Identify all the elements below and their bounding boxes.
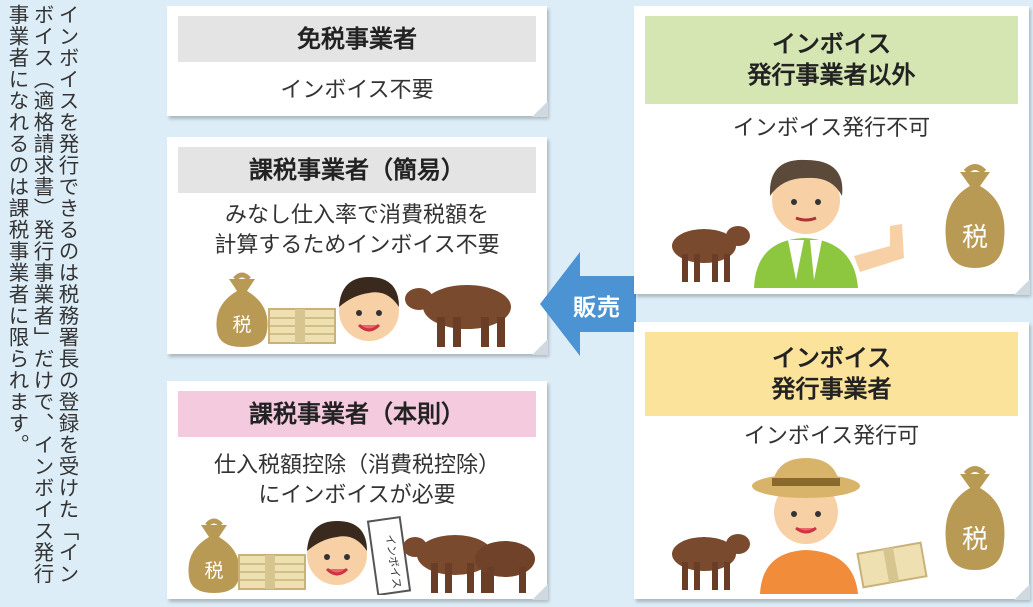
card-non-issuer: インボイス 発行事業者以外 インボイス発行不可 税 [634,6,1030,295]
cow-icon [672,226,750,282]
tax-bag-label: 税 [204,560,223,582]
cow-icon [672,534,750,590]
card-simple: 課税事業者（簡易） みなし仕入率で消費税額を 計算するためインボイス不要 税 [167,137,548,355]
money-bundle-icon [856,541,928,589]
card-issuer-text: インボイス発行可 [743,424,920,449]
principle-illustration: 税 インボイス [188,516,535,595]
card-principle-title: 課税事業者（本則） [178,391,536,437]
card-issuer-title: インボイス 発行事業者 [645,332,1018,416]
tax-bag-icon [216,272,268,347]
money-bundle-icon [238,554,306,590]
left-arrow-icon [540,252,636,356]
tax-bag-label: 税 [962,223,988,253]
side-note: インボイスを発行できるのは税務署長の登録を受けた「インボイス（適格請求書）発行事… [5,4,79,585]
card-simple-text: みなし仕入率で消費税額を 計算するためインボイス不要 [214,203,500,258]
card-simple-title: 課税事業者（簡易） [178,147,536,193]
card-principle: 課税事業者（本則） 仕入税額控除（消費税控除） にインボイスが必要 税 インボイ… [167,381,548,600]
cow-icon [405,285,511,347]
invoice-paper-icon [366,516,412,595]
sale-arrow: 販売 [540,252,636,356]
card-exempt-title: 免税事業者 [178,16,536,62]
person-face-icon [339,277,399,341]
tax-bag-label: 税 [962,525,988,555]
tax-bag-icon [945,466,1005,570]
tax-bag-icon [188,518,240,593]
simple-illustration: 税 [216,272,511,347]
farmer-icon [752,458,860,594]
card-exempt-text: インボイス不要 [280,78,434,103]
tax-bag-label: 税 [232,314,251,336]
non-issuer-illustration: 税 [672,159,1005,288]
sale-arrow-label: 販売 [573,295,621,321]
person-face-icon [307,521,367,585]
card-non-issuer-text: インボイス発行不可 [732,116,931,141]
cow-icon [403,535,535,593]
farmer-icon [754,159,904,288]
tax-bag-icon [945,164,1005,268]
card-principle-text: 仕入税額控除（消費税控除） にインボイスが必要 [213,453,500,508]
card-non-issuer-title: インボイス 発行事業者以外 [645,16,1018,104]
card-issuer: インボイス 発行事業者 インボイス発行可 税 [634,322,1030,600]
issuer-illustration: 税 [672,458,1005,594]
card-exempt: 免税事業者 インボイス不要 [167,6,548,117]
money-bundle-icon [268,308,336,344]
